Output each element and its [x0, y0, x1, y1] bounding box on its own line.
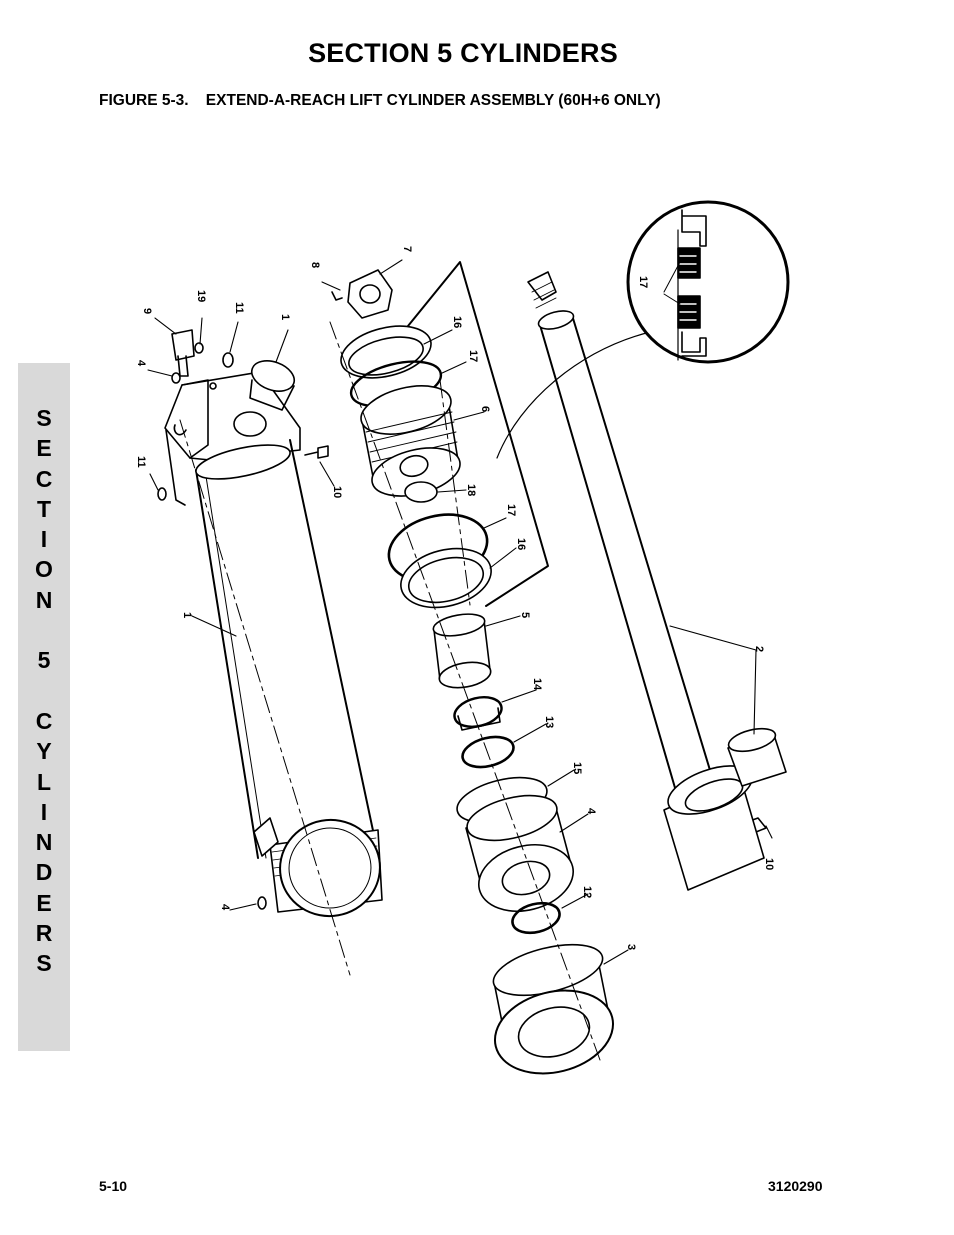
callout-19: 19 — [195, 290, 207, 302]
callout-17b: 17 — [505, 504, 517, 516]
callout-18: 18 — [465, 484, 477, 496]
side-tab-letter: I — [40, 798, 48, 825]
side-tab-letter: N — [35, 829, 53, 856]
callout-8: 8 — [309, 262, 321, 268]
callout-17c: 17 — [637, 276, 649, 288]
section-side-tab: S E C T I O N 5 C Y L I N D E R S — [18, 363, 70, 1051]
side-tab-letter: O — [35, 556, 53, 583]
side-tab-letter: C — [35, 707, 53, 734]
callout-11b: 11 — [135, 456, 147, 468]
callout-1: 1 — [279, 314, 291, 320]
callout-15: 15 — [571, 762, 583, 774]
callout-4: 4 — [135, 360, 147, 367]
callout-11: 11 — [233, 302, 245, 314]
side-tab-letter: E — [36, 889, 52, 916]
side-tab-letter: I — [40, 526, 48, 553]
side-tab-letter: L — [36, 768, 52, 795]
section-title: SECTION 5 CYLINDERS — [308, 38, 618, 68]
callout-7: 7 — [401, 246, 413, 252]
page-number: 5-10 — [99, 1178, 128, 1194]
callout-5: 5 — [519, 612, 531, 618]
callout-14: 14 — [531, 678, 543, 691]
fittings — [157, 291, 767, 910]
side-tab-letter: T — [36, 495, 52, 522]
piston-gland-stack — [340, 269, 615, 1075]
figure-title: FIGURE 5-3. EXTEND-A-REACH LIFT CYLINDER… — [99, 92, 661, 109]
callout-10b: 10 — [763, 858, 775, 870]
callout-10: 10 — [331, 486, 343, 498]
side-tab-letter: N — [35, 586, 53, 613]
side-tab-letter: E — [36, 435, 52, 462]
cylinder-barrel — [164, 360, 383, 918]
callout-3: 3 — [625, 944, 637, 950]
callout-13: 13 — [543, 716, 555, 728]
side-tab-letter: S — [36, 950, 52, 977]
side-tab-letter: Y — [36, 738, 52, 765]
callout-17: 17 — [467, 350, 479, 362]
cylinder-rod — [527, 271, 787, 891]
side-tab-letters: S E C T I O N 5 C Y L I N D E R S — [18, 403, 70, 979]
callout-leaders — [147, 259, 773, 965]
piston-group-outline — [407, 261, 549, 607]
callout-1b: 1 — [181, 612, 193, 618]
callout-16: 16 — [451, 316, 463, 328]
callout-4c: 4 — [219, 904, 231, 911]
callout-labels: 8 7 19 11 9 1 4 16 17 6 11 10 18 17 16 1… — [135, 246, 775, 950]
side-tab-letter: R — [35, 920, 53, 947]
side-tab-letter: D — [35, 859, 53, 886]
document-number: 3120290 — [768, 1178, 823, 1194]
callout-12: 12 — [581, 886, 593, 898]
callout-9: 9 — [141, 308, 153, 314]
side-tab-letter: S — [36, 405, 52, 431]
callout-16b: 16 — [515, 538, 527, 550]
callout-4b: 4 — [585, 808, 597, 815]
centerlines — [179, 321, 601, 1061]
seal-detail-inset — [626, 200, 790, 364]
exploded-cylinder-diagram: 8 7 19 11 9 1 4 16 17 6 11 10 18 17 16 1… — [135, 200, 790, 1075]
callout-6: 6 — [479, 406, 491, 412]
callout-2: 2 — [753, 646, 765, 652]
side-tab-letter: 5 — [37, 647, 51, 674]
side-tab-letter: C — [35, 465, 53, 492]
